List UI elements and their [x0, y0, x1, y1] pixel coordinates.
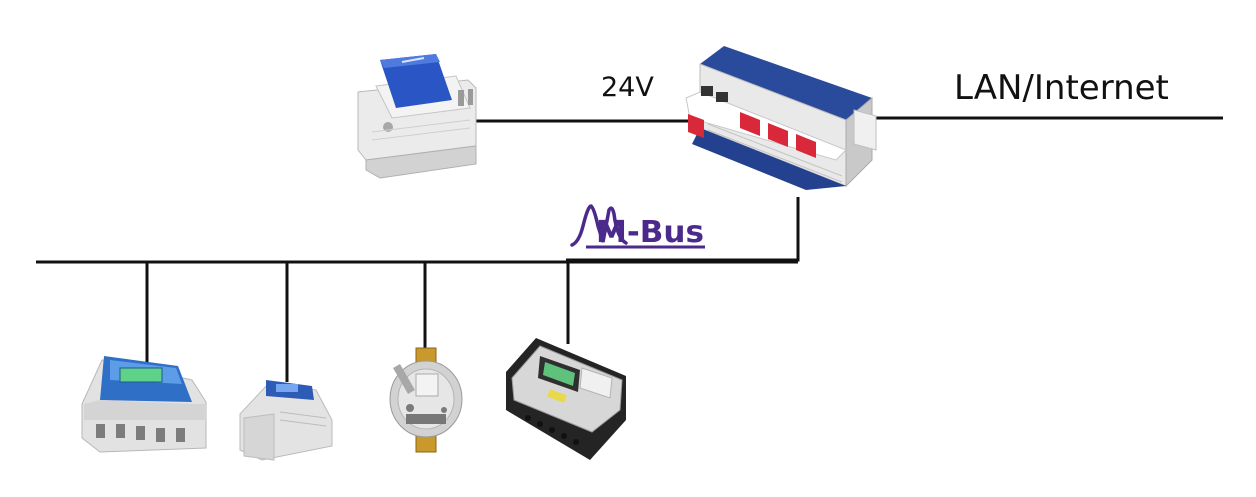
gateway-bus-wire — [566, 197, 800, 262]
mbus-logo-text: M-Bus — [596, 215, 704, 250]
water-meter-icon — [389, 347, 463, 453]
lan-internet-label: LAN/Internet — [954, 68, 1169, 108]
wires — [36, 116, 1223, 382]
power-label: 24V — [601, 72, 654, 103]
gateway-terminal-blocks — [688, 112, 816, 158]
power-supply-icon — [357, 54, 477, 179]
pulse-counter-icon — [239, 380, 333, 461]
mbus-gateway-icon — [685, 46, 877, 190]
heat-meter-icon — [506, 338, 626, 460]
mbus-logo: M-Bus — [570, 204, 705, 250]
gateway-ethernet-ports — [701, 86, 728, 102]
energy-meter-icon — [81, 356, 207, 453]
mbus-logo-wave — [570, 204, 628, 247]
